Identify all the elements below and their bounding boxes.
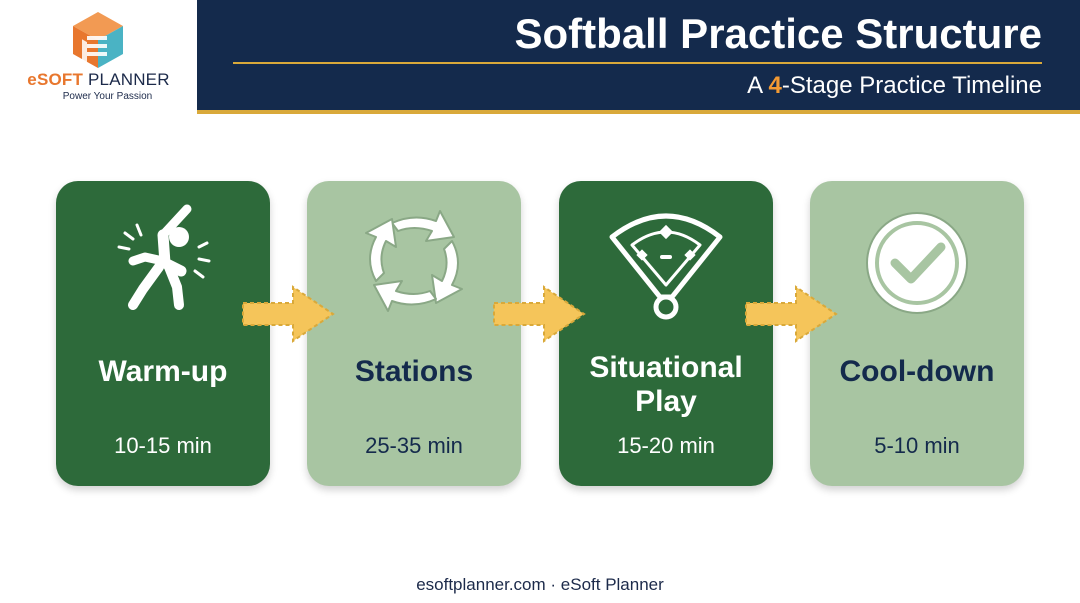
logo-tagline: Power Your Passion (62, 91, 153, 102)
page-subtitle: A 4-Stage Practice Timeline (747, 72, 1042, 99)
planner-logo-icon (73, 12, 123, 68)
logo-name: eSOFT PLANNER (27, 70, 170, 89)
flow-arrow-icon (242, 285, 335, 343)
page-title: Softball Practice Structure (514, 10, 1042, 57)
title-divider (233, 62, 1042, 64)
rotation-arrows-icon (365, 210, 463, 312)
stage-name: Cool-down (839, 355, 995, 388)
stage-card-warm-up: Warm-up 10-15 min (56, 181, 270, 486)
stage-duration: 25-35 min (365, 433, 463, 458)
header-banner: Softball Practice Structure A 4-Stage Pr… (197, 0, 1080, 114)
flow-arrow-icon (493, 285, 586, 343)
stage-card-situational-play: Situational Play 15-20 min (559, 181, 773, 486)
stage-duration: 15-20 min (617, 433, 715, 458)
stage-name: Situational Play (589, 351, 743, 418)
footer-credit: esoftplanner.com · eSoft Planner (416, 575, 664, 594)
flow-arrow-icon (745, 285, 838, 343)
stage-duration: 10-15 min (114, 433, 212, 458)
stage-duration: 5-10 min (874, 433, 960, 458)
logo: eSOFT PLANNER Power Your Passion (0, 0, 197, 113)
stage-card-stations: Stations 25-35 min (307, 181, 521, 486)
stage-name: Warm-up (98, 355, 228, 388)
softball-field-icon (609, 213, 723, 320)
checkmark-circle-icon (866, 212, 968, 314)
stretching-person-icon (117, 204, 211, 310)
stage-name: Stations (354, 355, 474, 388)
stage-card-cool-down: Cool-down 5-10 min (810, 181, 1024, 486)
